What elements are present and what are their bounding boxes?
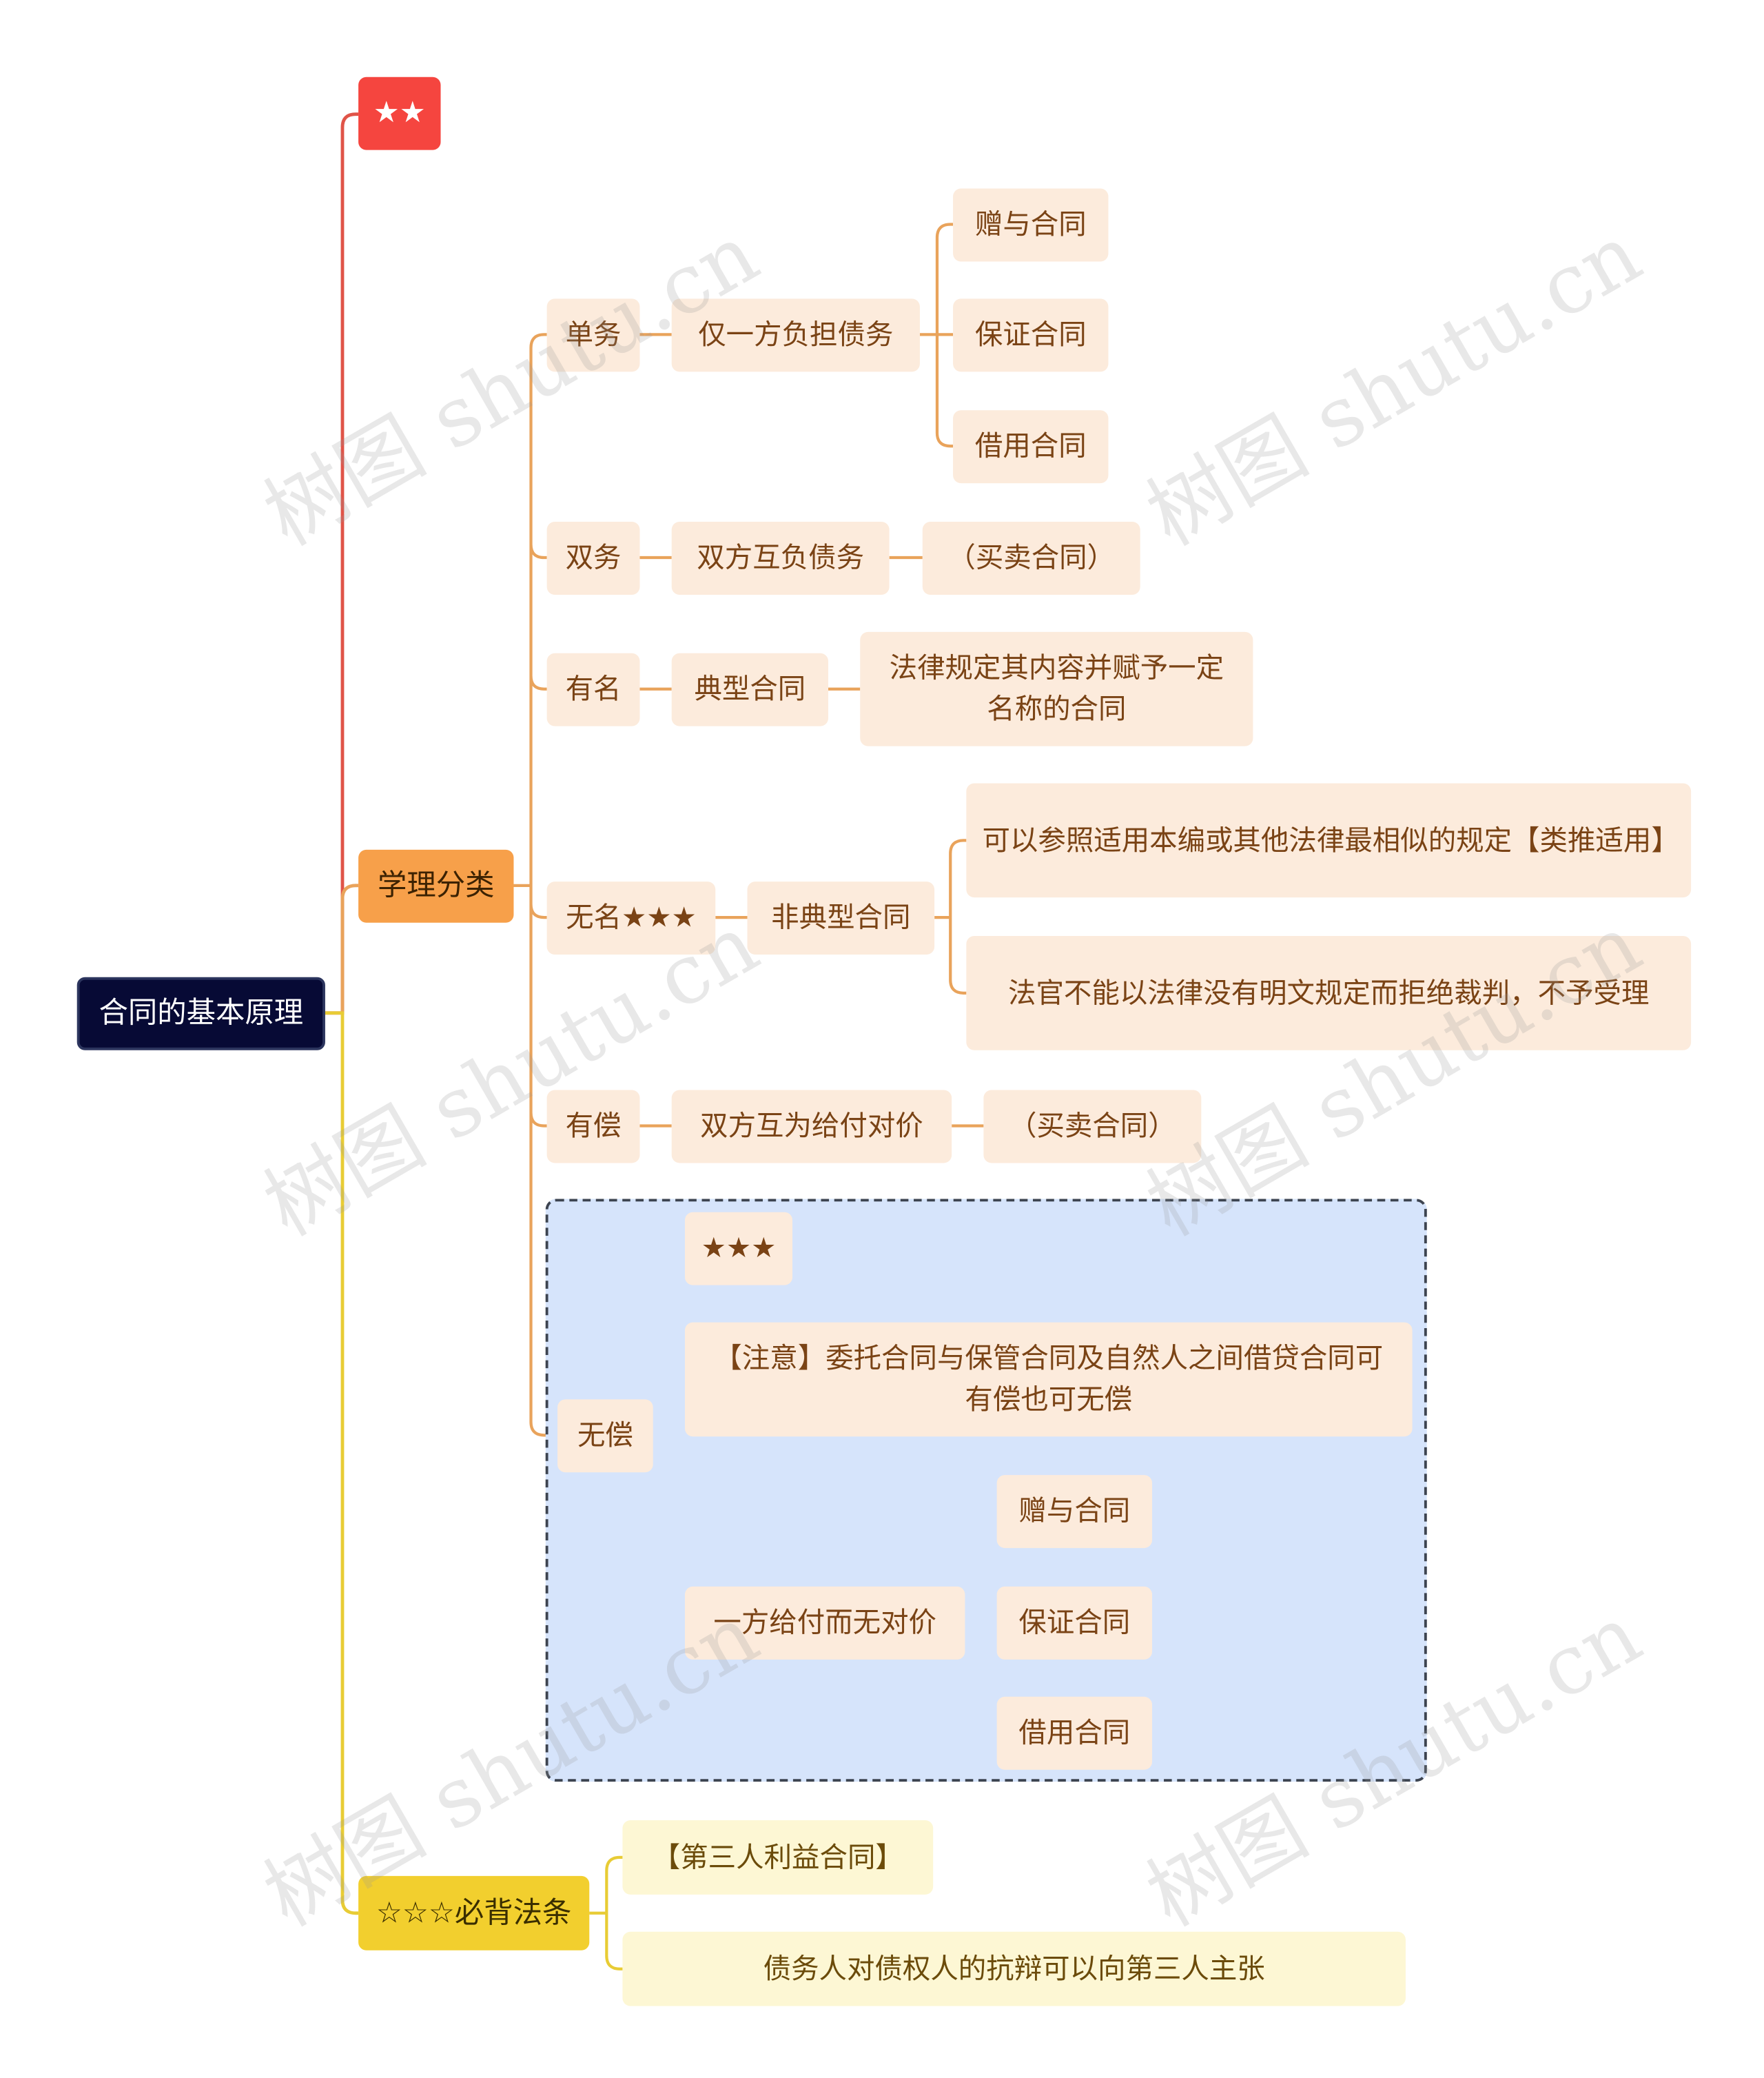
gratuitous-group-box: [545, 1199, 1427, 1782]
gratuitous-note[interactable]: 【注意】委托合同与保管合同及自然人之间借贷合同可有偿也可无偿: [684, 1322, 1413, 1437]
must-recite-branch[interactable]: ☆☆☆必背法条: [358, 1875, 590, 1950]
gratuitous-desc[interactable]: 一方给付而无对价: [684, 1586, 965, 1660]
stars-branch[interactable]: ★★: [358, 77, 441, 150]
gratuitous-stars[interactable]: ★★★: [684, 1212, 793, 1285]
bilateral-desc[interactable]: 双方互负债务: [671, 522, 890, 595]
connector-root-academic: [325, 884, 359, 1015]
gratuitous-node[interactable]: 无偿: [557, 1399, 653, 1473]
unnamed-note-analogy[interactable]: 可以参照适用本编或其他法律最相似的规定【类推适用】: [966, 783, 1692, 898]
third-party-contract-item[interactable]: 【第三人利益合同】: [622, 1820, 934, 1895]
onerous-node[interactable]: 有偿: [546, 1090, 640, 1163]
named-node[interactable]: 有名: [546, 653, 640, 726]
connector-recite-items: [589, 1855, 623, 1970]
onerous-example[interactable]: （买卖合同）: [983, 1090, 1202, 1163]
unilateral-node[interactable]: 单务: [546, 298, 640, 372]
gratuitous-example-guarantee[interactable]: 保证合同: [996, 1586, 1153, 1660]
gratuitous-example-loan[interactable]: 借用合同: [996, 1696, 1153, 1770]
bilateral-example[interactable]: （买卖合同）: [922, 522, 1140, 595]
debtor-defense-item[interactable]: 债务人对债权人的抗辩可以向第三人主张: [622, 1931, 1406, 2006]
bilateral-node[interactable]: 双务: [546, 522, 640, 595]
root-node[interactable]: 合同的基本原理: [76, 977, 325, 1050]
connector-academic-spine: [513, 333, 558, 1437]
connector-unnamed-notes: [934, 839, 967, 995]
named-desc[interactable]: 典型合同: [671, 653, 829, 726]
unnamed-note-no-refusal[interactable]: 法官不能以法律没有明文规定而拒绝裁判，不予受理: [966, 936, 1692, 1050]
unilateral-example-guarantee[interactable]: 保证合同: [953, 298, 1109, 372]
unnamed-desc[interactable]: 非典型合同: [747, 882, 935, 955]
unnamed-node[interactable]: 无名★★★: [546, 882, 716, 955]
unilateral-example-loan[interactable]: 借用合同: [953, 410, 1109, 484]
connector-root-recite: [325, 1011, 359, 1915]
gratuitous-example-gift[interactable]: 赠与合同: [996, 1475, 1153, 1549]
unilateral-desc[interactable]: 仅一方负担债务: [671, 298, 920, 372]
unilateral-example-gift[interactable]: 赠与合同: [953, 188, 1109, 262]
named-detail[interactable]: 法律规定其内容并赋予一定名称的合同: [860, 631, 1253, 746]
connector-root-stars: [325, 112, 359, 1015]
connector-unilateral-examples: [919, 223, 954, 448]
academic-classification-branch[interactable]: 学理分类: [358, 849, 514, 923]
onerous-desc[interactable]: 双方互为给付对价: [671, 1090, 952, 1163]
